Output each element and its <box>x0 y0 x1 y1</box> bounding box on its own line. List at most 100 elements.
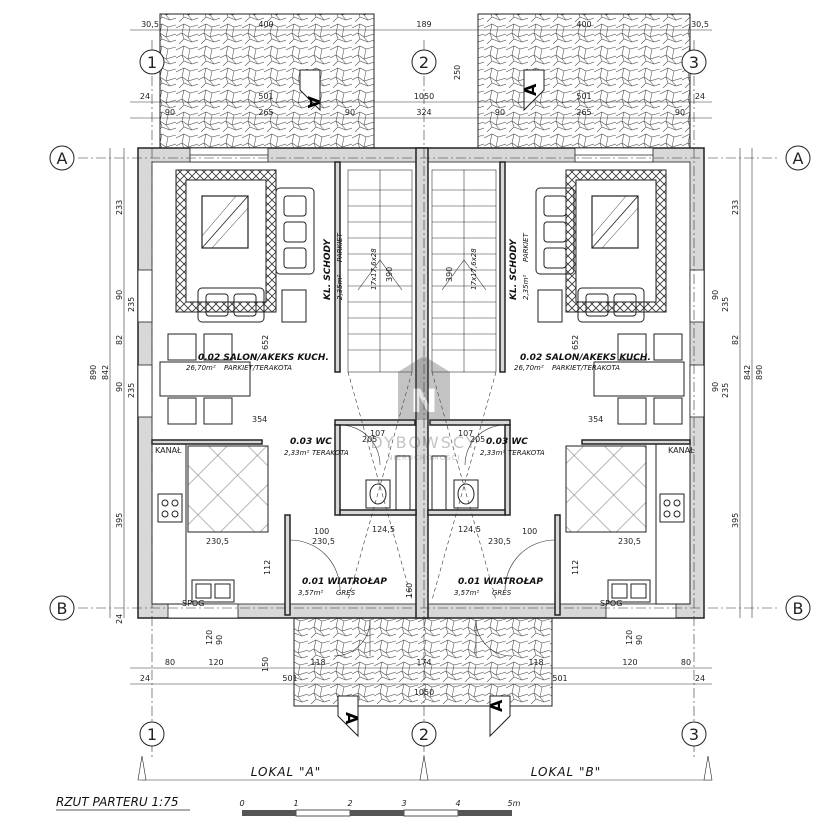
svg-text:82: 82 <box>731 335 740 345</box>
furniture-left <box>159 187 315 425</box>
svg-text:82: 82 <box>115 335 124 345</box>
svg-text:90: 90 <box>675 108 685 117</box>
room-label-right-wiatrolap: 0.01 WIATROŁAP 3,57m² GRES <box>454 577 543 597</box>
svg-text:B: B <box>57 599 68 618</box>
svg-text:30,5: 30,5 <box>691 20 709 29</box>
svg-text:124,5: 124,5 <box>458 525 481 534</box>
svg-text:80: 80 <box>165 658 175 667</box>
door-swings <box>289 424 556 657</box>
wc-right-fixtures <box>431 455 479 511</box>
svg-text:501: 501 <box>576 92 591 101</box>
svg-text:100: 100 <box>314 527 329 536</box>
room-label-left-schody: KL. SCHODY 2,35m² PARKIET <box>323 232 344 300</box>
stairs-run-left: 390 <box>385 267 394 282</box>
svg-text:124,5: 124,5 <box>372 525 395 534</box>
svg-text:24: 24 <box>140 92 150 101</box>
svg-text:2,33m²: 2,33m² <box>284 449 309 457</box>
kanal-left: KANAŁ <box>155 446 182 455</box>
scale-bar: 0 1 2 3 4 5m <box>239 799 521 817</box>
svg-text:501: 501 <box>552 674 567 683</box>
svg-text:235: 235 <box>127 383 136 398</box>
svg-text:0.03 WC: 0.03 WC <box>290 437 332 447</box>
svg-text:90: 90 <box>115 382 124 392</box>
svg-text:842: 842 <box>743 365 752 380</box>
svg-text:PARKIET: PARKIET <box>522 232 530 262</box>
svg-text:160: 160 <box>405 583 414 598</box>
wc-left-fixtures <box>365 455 411 511</box>
svg-text:30,5: 30,5 <box>141 20 159 29</box>
svg-text:205: 205 <box>362 435 377 444</box>
room-label-left-wc: 0.03 WC 2,33m² TERAKOTA <box>284 437 349 457</box>
svg-text:501: 501 <box>282 674 297 683</box>
svg-text:235: 235 <box>127 297 136 312</box>
kitchen-right-tiles <box>565 445 647 533</box>
room-label-left-wiatrolap: 0.01 WIATROŁAP 3,57m² GRES <box>298 577 387 597</box>
svg-text:A: A <box>304 96 323 109</box>
svg-text:90: 90 <box>345 108 355 117</box>
svg-text:230,5: 230,5 <box>618 537 641 546</box>
svg-text:3: 3 <box>689 53 699 72</box>
svg-text:90: 90 <box>215 635 224 645</box>
svg-text:501: 501 <box>258 92 273 101</box>
svg-text:890: 890 <box>755 365 764 380</box>
svg-text:A: A <box>487 699 506 712</box>
drawing-title: RZUT PARTERU 1:75 <box>56 795 178 809</box>
svg-text:2: 2 <box>419 53 429 72</box>
svg-text:233: 233 <box>731 200 740 215</box>
entrance-paving <box>293 611 553 707</box>
svg-text:PARKIET: PARKIET <box>336 232 344 262</box>
svg-text:842: 842 <box>101 365 110 380</box>
svg-text:90: 90 <box>115 290 124 300</box>
svg-text:2: 2 <box>347 799 352 808</box>
svg-text:A: A <box>342 712 361 725</box>
svg-text:24: 24 <box>140 674 150 683</box>
axis-lines <box>78 40 780 760</box>
svg-text:100: 100 <box>522 527 537 536</box>
svg-text:2,35m²: 2,35m² <box>522 275 530 300</box>
svg-text:400: 400 <box>258 20 273 29</box>
svg-text:4: 4 <box>455 799 460 808</box>
svg-text:354: 354 <box>588 415 603 424</box>
svg-text:0.02 SALON/AKEKS KUCH.: 0.02 SALON/AKEKS KUCH. <box>520 353 651 363</box>
svg-text:90: 90 <box>165 108 175 117</box>
axis-markers: 1 2 3 1 2 3 A A B B <box>49 49 811 747</box>
svg-text:235: 235 <box>721 297 730 312</box>
svg-text:150: 150 <box>261 657 270 672</box>
svg-text:265: 265 <box>576 108 591 117</box>
svg-text:250: 250 <box>453 65 462 80</box>
lokal-a-label: LOKAL "A" <box>251 765 322 779</box>
svg-text:1050: 1050 <box>414 92 434 101</box>
watermark: N DYBOWSCY NIERUCHOMOŚCI <box>370 356 476 462</box>
svg-text:395: 395 <box>115 513 124 528</box>
svg-text:PARKIET/TERAKOTA: PARKIET/TERAKOTA <box>224 364 292 372</box>
svg-text:1050: 1050 <box>414 688 434 697</box>
svg-text:0.01 WIATROŁAP: 0.01 WIATROŁAP <box>302 577 387 587</box>
svg-text:3: 3 <box>401 799 406 808</box>
svg-text:26,70m²: 26,70m² <box>514 364 544 372</box>
room-label-right-schody: KL. SCHODY 2,35m² PARKIET <box>509 232 530 300</box>
svg-text:0.03 WC: 0.03 WC <box>486 437 528 447</box>
furniture-right <box>535 187 685 425</box>
svg-text:112: 112 <box>571 560 580 575</box>
svg-text:233: 233 <box>115 200 124 215</box>
svg-text:TERAKOTA: TERAKOTA <box>508 449 545 457</box>
kitchen-right-counter <box>607 443 691 605</box>
svg-text:2,35m²: 2,35m² <box>336 275 344 300</box>
svg-text:118: 118 <box>528 658 543 667</box>
svg-text:120: 120 <box>625 630 634 645</box>
svg-text:230,5: 230,5 <box>206 537 229 546</box>
svg-text:652: 652 <box>571 335 580 350</box>
svg-text:2,33m²: 2,33m² <box>480 449 505 457</box>
room-label-left-salon: 0.02 SALON/AKEKS KUCH. 26,70m² PARKIET/T… <box>186 353 329 372</box>
stair-void-lines <box>347 371 497 601</box>
svg-text:2: 2 <box>419 725 429 744</box>
svg-text:890: 890 <box>89 365 98 380</box>
svg-text:1: 1 <box>147 53 157 72</box>
svg-text:230,5: 230,5 <box>488 537 511 546</box>
spog-left: SPOG <box>182 599 204 608</box>
dimension-lines <box>109 29 753 685</box>
kitchen-left-tiles <box>187 445 269 533</box>
svg-text:90: 90 <box>711 382 720 392</box>
svg-text:0: 0 <box>239 799 244 808</box>
svg-text:354: 354 <box>252 415 267 424</box>
